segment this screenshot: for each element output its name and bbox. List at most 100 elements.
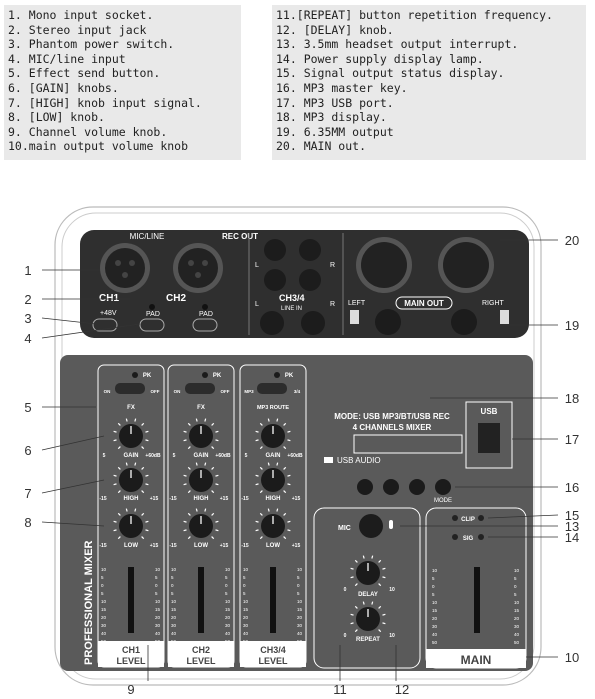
legend-right: 11.[REPEAT] button repetition frequency.… [272,5,586,160]
pad-switch-ch1[interactable] [139,318,165,332]
knob-tick [141,490,145,494]
legend-item: 14. Power supply display lamp. [276,51,484,66]
callout-number: 6 [24,443,31,458]
prev-key[interactable] [357,479,373,495]
high-knob[interactable] [261,468,285,492]
knob-tick [204,418,207,422]
mic-label: MIC [338,525,351,532]
knob-tick [255,439,259,442]
repeat-knob[interactable] [356,607,380,631]
fx-switch[interactable] [257,383,287,394]
combo-jack-ch2 [173,243,223,293]
high-label: HIGH [124,496,139,502]
play-pause-key[interactable] [383,479,399,495]
fader-slot[interactable] [270,567,276,633]
fader-scale-tick: 60 [432,648,438,653]
clip-led-left [452,515,458,521]
knob-tick [354,605,358,609]
knob-tick [183,430,187,433]
pk-led [202,372,208,378]
fader-scale-tick: 30 [514,624,520,629]
knob-tick [259,422,263,426]
low-knob[interactable] [119,514,143,538]
fader-slot[interactable] [198,567,204,633]
fader-scale-tick: 15 [155,607,161,612]
fader-scale-tick: 40 [171,631,177,636]
mic-jack[interactable] [359,514,383,538]
knob-tick [125,462,128,466]
knob-tick [354,629,358,633]
mode-key[interactable] [435,479,451,495]
fx-switch[interactable] [185,383,215,394]
fader-scale-tick: 40 [155,631,161,636]
knob-tick [382,567,386,570]
pk-led [132,372,138,378]
fader-scale-tick: 5 [101,575,104,580]
high-knob[interactable] [189,468,213,492]
callout-number: 11 [333,682,347,697]
level-label: LEVEL [116,656,146,666]
knob-tick [117,512,121,516]
gain-knob[interactable] [189,424,213,448]
fader-scale-tick: 5 [155,591,158,596]
low-knob[interactable] [189,514,213,538]
gain-knob[interactable] [261,424,285,448]
delay-knob[interactable] [356,561,380,585]
callout-number: 15 [565,508,579,523]
gain-knob[interactable] [119,424,143,448]
fader-scale-tick: 5 [155,575,158,580]
outline-outer [54,206,542,686]
main-fader-slot[interactable] [474,567,480,633]
knob-tick [371,555,374,559]
fader-scale-tick: 10 [155,567,161,572]
high-max-label: +15 [220,496,229,502]
high-max-label: +15 [292,496,301,502]
fader-slot[interactable] [128,567,134,633]
fader-scale-tick: 0 [243,583,246,588]
knob-tick [145,520,149,523]
knob-tick [113,529,117,532]
knob-tick [125,418,128,422]
knob-tick [215,483,219,486]
callout-number: 2 [24,292,31,307]
fader-scale-tick: 10 [243,567,249,572]
mp3-keys [357,479,451,495]
fader-scale-tick: 60 [514,648,520,653]
usb-port[interactable] [478,423,500,453]
fader-scale-tick: 40 [243,631,249,636]
gain-label: GAIN [194,453,209,459]
level-label: LEVEL [186,656,216,666]
legend-item: 10.main output volume knob [8,139,189,154]
knob-tick [255,474,259,477]
fader-scale-tick: 5 [514,592,517,597]
fader-scale-tick: 10 [432,568,438,573]
next-key[interactable] [409,479,425,495]
fader-scale-tick: 5 [514,576,517,581]
fader-scale-tick: 20 [155,615,161,620]
right-port-icon [500,310,509,324]
fader-scale-tick: 40 [101,631,107,636]
knob-tick [204,508,207,512]
knob-tick [134,462,137,466]
level-label: LEVEL [258,656,288,666]
knob-tick [134,418,137,422]
low-knob[interactable] [261,514,285,538]
gain-max-label: +60dB [287,453,303,459]
phantom-switch[interactable] [92,318,118,332]
pad-switch-ch2[interactable] [192,318,218,332]
callout-number: 4 [24,331,31,346]
fader-scale-tick: 10 [171,567,177,572]
knob-tick [141,446,145,450]
knob-tick [259,490,263,494]
usb-audio-label: USB AUDIO [337,456,381,465]
fader-scale-tick: 20 [243,615,249,620]
fader-scale-tick: 5 [243,575,246,580]
fader-scale-tick: 15 [171,607,177,612]
professional-mixer-label: PROFESSIONAL MIXER [83,540,95,665]
callout-number: 8 [24,515,31,530]
high-knob[interactable] [119,468,143,492]
fader-scale-tick: 10 [297,567,303,572]
fx-switch[interactable] [115,383,145,394]
